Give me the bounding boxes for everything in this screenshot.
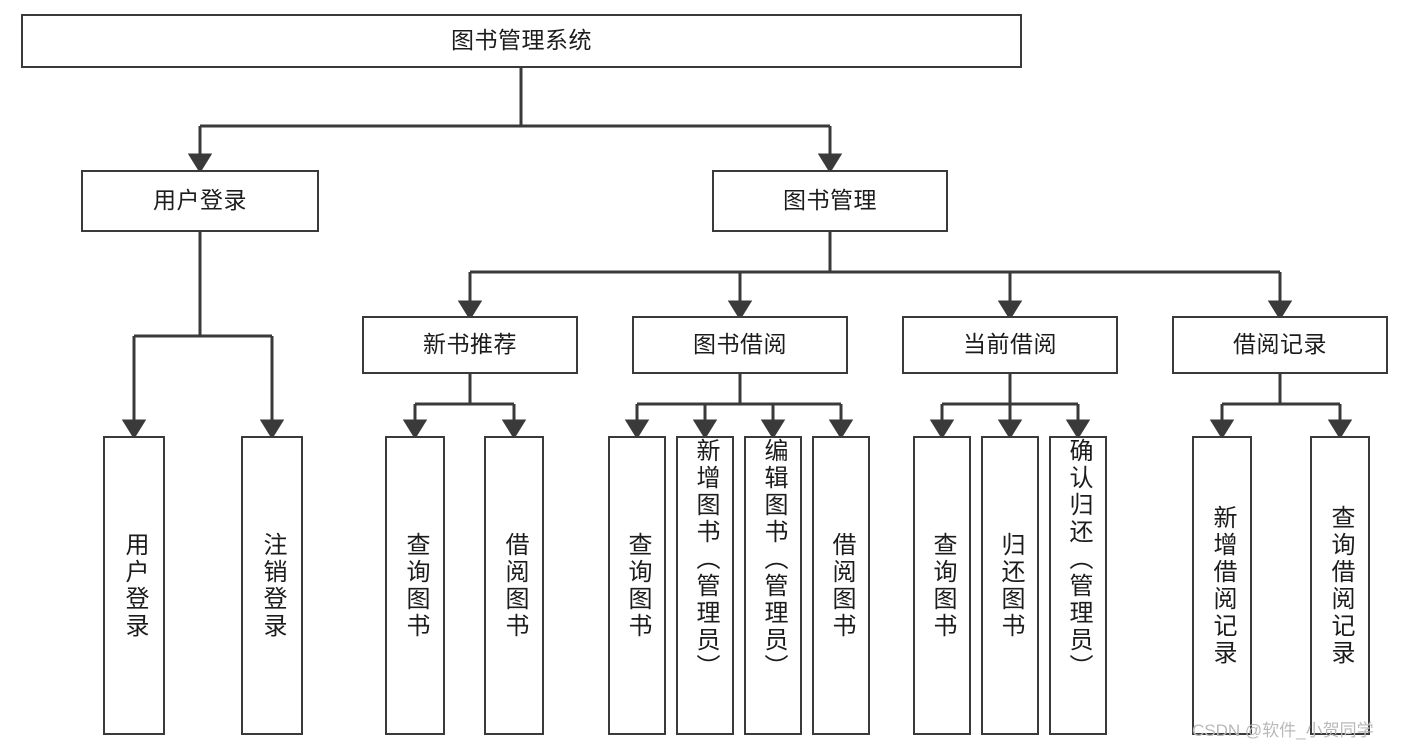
node-leaf-add-book[interactable]: 新增图书（管理员） [676, 436, 734, 735]
node-book-borrow-label: 图书借阅 [693, 331, 787, 358]
node-leaf-query-book-3-label: 查询图书 [929, 531, 956, 640]
node-user-login[interactable]: 用户登录 [81, 170, 319, 232]
node-leaf-add-record[interactable]: 新增借阅记录 [1192, 436, 1252, 735]
node-new-book-recommend-label: 新书推荐 [423, 331, 517, 358]
node-leaf-borrow-book-2[interactable]: 借阅图书 [812, 436, 870, 735]
node-leaf-query-record-label: 查询借阅记录 [1327, 504, 1354, 667]
node-borrow-record-label: 借阅记录 [1233, 331, 1327, 358]
node-leaf-borrow-book-2-label: 借阅图书 [828, 531, 855, 640]
node-leaf-return-book[interactable]: 归还图书 [981, 436, 1039, 735]
node-leaf-user-login[interactable]: 用户登录 [103, 436, 165, 735]
node-book-borrow[interactable]: 图书借阅 [632, 316, 848, 374]
node-leaf-user-login-label: 用户登录 [121, 531, 148, 640]
node-current-borrow-label: 当前借阅 [963, 331, 1057, 358]
node-leaf-query-record[interactable]: 查询借阅记录 [1310, 436, 1370, 735]
node-leaf-add-record-label: 新增借阅记录 [1209, 504, 1236, 667]
node-root-label: 图书管理系统 [451, 27, 592, 54]
node-user-login-label: 用户登录 [153, 187, 247, 214]
node-leaf-query-book-1-label: 查询图书 [402, 531, 429, 640]
node-leaf-query-book-2-label: 查询图书 [624, 531, 651, 640]
node-new-book-recommend[interactable]: 新书推荐 [362, 316, 578, 374]
node-leaf-edit-book-label: 编辑图书（管理员） [760, 438, 787, 681]
node-leaf-borrow-book-1[interactable]: 借阅图书 [484, 436, 544, 735]
node-leaf-return-book-label: 归还图书 [997, 531, 1024, 640]
node-leaf-edit-book[interactable]: 编辑图书（管理员） [744, 436, 802, 735]
node-leaf-logout[interactable]: 注销登录 [241, 436, 303, 735]
node-leaf-add-book-label: 新增图书（管理员） [692, 438, 719, 681]
node-leaf-query-book-3[interactable]: 查询图书 [913, 436, 971, 735]
node-borrow-record[interactable]: 借阅记录 [1172, 316, 1388, 374]
node-book-management[interactable]: 图书管理 [712, 170, 948, 232]
node-leaf-borrow-book-1-label: 借阅图书 [501, 531, 528, 640]
node-leaf-logout-label: 注销登录 [259, 531, 286, 640]
node-leaf-confirm-return-label: 确认归还（管理员） [1065, 438, 1092, 681]
node-book-management-label: 图书管理 [783, 187, 877, 214]
node-root[interactable]: 图书管理系统 [21, 14, 1022, 68]
node-leaf-confirm-return[interactable]: 确认归还（管理员） [1049, 436, 1107, 735]
node-current-borrow[interactable]: 当前借阅 [902, 316, 1118, 374]
node-leaf-query-book-1[interactable]: 查询图书 [385, 436, 445, 735]
node-leaf-query-book-2[interactable]: 查询图书 [608, 436, 666, 735]
